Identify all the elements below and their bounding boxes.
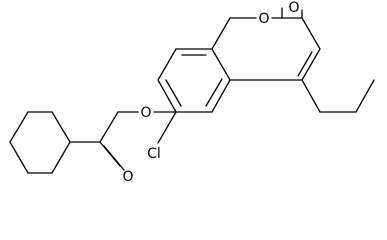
lactone-carbonyl — [281, 7, 303, 19]
bond — [297, 51, 313, 77]
bond — [211, 79, 231, 113]
bond — [9, 111, 29, 143]
bond — [157, 48, 177, 81]
oxygen-atom-label: O — [258, 11, 269, 27]
bond — [99, 111, 119, 143]
bond — [9, 141, 29, 174]
bond — [51, 141, 71, 174]
bond — [211, 17, 231, 50]
bond — [165, 79, 182, 107]
bond — [205, 78, 223, 107]
bond — [157, 111, 177, 144]
bond — [211, 48, 231, 81]
oxygen-atom-label: O — [140, 105, 151, 121]
bond — [301, 79, 321, 113]
bond — [157, 79, 177, 113]
pyranone-ring — [211, 17, 321, 81]
oxygen-atom-label: O — [288, 0, 299, 16]
propyl-chain — [301, 79, 375, 113]
bond — [51, 111, 71, 143]
cyclohexane-ring — [9, 111, 71, 174]
ester-linker — [69, 111, 177, 171]
bond — [103, 145, 125, 171]
bond — [355, 79, 375, 113]
bond — [301, 48, 321, 81]
benzene-ring — [157, 48, 231, 113]
chloro-substituent — [157, 111, 177, 144]
atom-labels: O O O O Cl — [122, 0, 299, 185]
oxygen-atom-label: O — [122, 169, 133, 185]
chemical-structure: O O O O Cl — [9, 0, 375, 185]
bond — [301, 17, 321, 50]
chlorine-atom-label: Cl — [147, 146, 161, 162]
